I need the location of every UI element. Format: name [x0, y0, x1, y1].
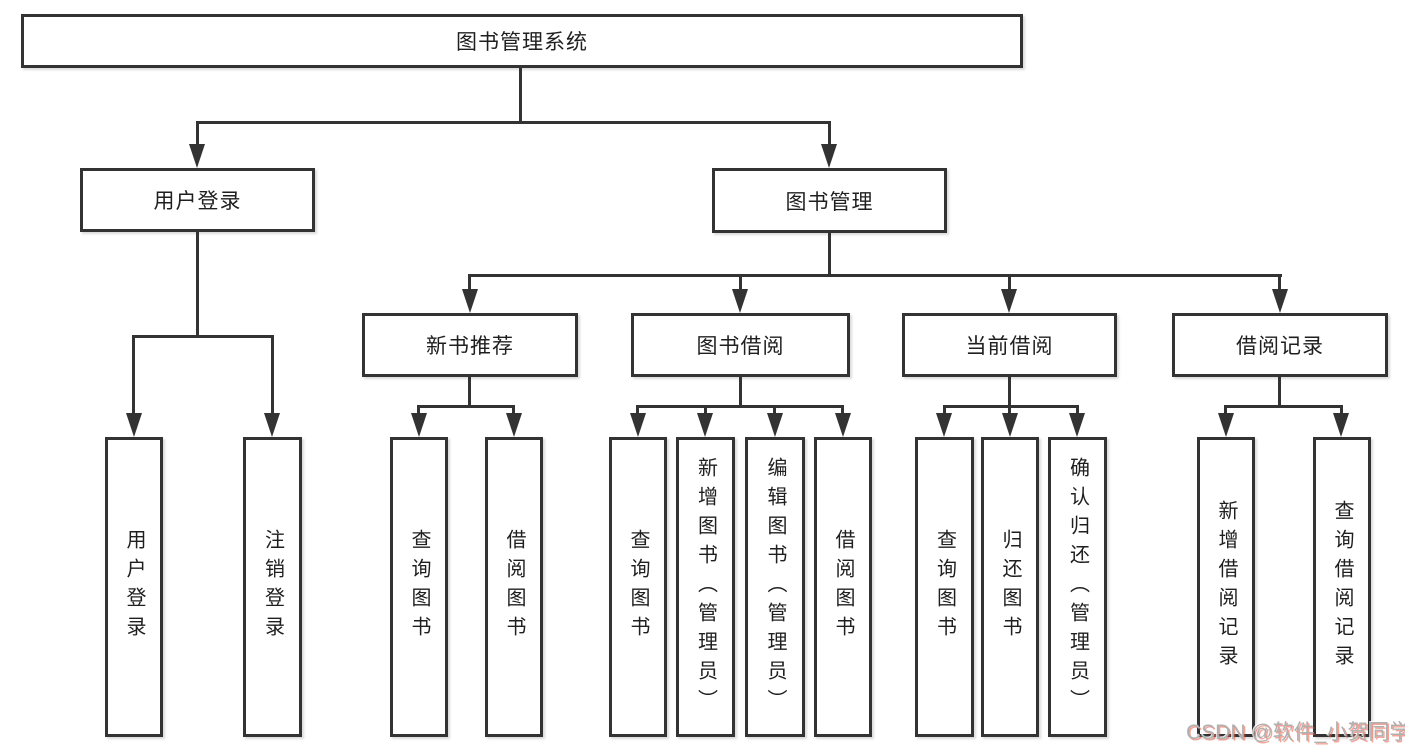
- connector-arrow-stem: [1008, 274, 1011, 292]
- leaf-borrow-query-books: 查询图书: [609, 437, 667, 737]
- arrowhead: [1069, 413, 1085, 437]
- connector-arrow-stem: [828, 121, 831, 147]
- connector-currentborrow-stem: [1008, 377, 1011, 407]
- watermark: CSDN @软件_小贺同学: [1186, 721, 1405, 744]
- arrowhead: [1333, 413, 1349, 437]
- node-label: 注销登录: [261, 529, 284, 645]
- connector-arrow-stem: [132, 335, 135, 416]
- connector-arrow-stem: [512, 405, 515, 416]
- connector-arrow-stem: [196, 121, 199, 147]
- node-new-book-recommend: 新书推荐: [362, 313, 578, 377]
- node-label: 新书推荐: [426, 335, 514, 358]
- connector-arrow-stem: [704, 405, 707, 416]
- connector-arrow-stem: [841, 405, 844, 416]
- connector-bookborrow-stem: [739, 377, 742, 407]
- arrowhead: [732, 289, 748, 313]
- connector-arrow-stem: [1076, 405, 1079, 416]
- leaf-borrow-add-books-admin: 新增图书（管理员）: [676, 437, 735, 737]
- arrowhead: [411, 413, 427, 437]
- connector-bookmgmt-stem: [828, 232, 831, 277]
- node-label: 用户登录: [123, 529, 145, 645]
- node-label: 用户登录: [153, 190, 242, 213]
- connector-newbook-stem: [468, 377, 471, 407]
- node-book-management: 图书管理: [712, 168, 947, 233]
- node-label: 借阅记录: [1236, 335, 1324, 358]
- node-label: 借阅图书: [832, 529, 854, 645]
- node-label: 新增借阅记录: [1215, 500, 1237, 674]
- connector-currentborrow-branch: [943, 405, 1079, 408]
- connector-arrow-stem: [1224, 405, 1227, 416]
- leaf-current-return-books: 归还图书: [981, 437, 1039, 737]
- connector-arrow-stem: [1008, 405, 1011, 416]
- node-label: 图书管理系统: [456, 31, 588, 54]
- leaf-borrow-borrow-books: 借阅图书: [814, 437, 872, 737]
- leaf-current-query-books: 查询图书: [915, 437, 974, 737]
- node-label: 图书管理: [785, 190, 874, 214]
- connector-arrow-stem: [739, 274, 742, 292]
- connector-arrow-stem: [1340, 405, 1343, 416]
- node-label: 查询图书: [933, 529, 956, 645]
- connector-root-stem: [519, 68, 522, 121]
- leaf-user-login: 用户登录: [105, 437, 163, 737]
- node-label: 借阅图书: [503, 529, 525, 645]
- arrowhead: [697, 413, 713, 437]
- connector-arrow-stem: [271, 335, 274, 416]
- connector-arrow-stem: [773, 405, 776, 416]
- node-user-login: 用户登录: [80, 168, 315, 232]
- node-label: 归还图书: [999, 529, 1021, 645]
- connector-records-branch: [1224, 405, 1343, 408]
- arrowhead: [264, 413, 280, 437]
- arrowhead: [767, 413, 783, 437]
- leaf-borrow-edit-books-admin: 编辑图书（管理员）: [745, 437, 805, 737]
- leaf-logout: 注销登录: [243, 437, 302, 737]
- leaf-records-add-record: 新增借阅记录: [1197, 437, 1255, 737]
- node-borrowing-records: 借阅记录: [1172, 313, 1388, 377]
- arrowhead: [506, 413, 522, 437]
- connector-userlogin-stem: [196, 232, 199, 338]
- node-label: 图书借阅: [696, 335, 785, 358]
- arrowhead: [1218, 413, 1234, 437]
- node-label: 当前借阅: [965, 335, 1054, 358]
- node-label: 确认归还（管理员）: [1066, 456, 1089, 718]
- arrowhead: [1272, 289, 1288, 313]
- arrowhead: [126, 413, 142, 437]
- connector-newbook-branch: [417, 405, 515, 408]
- arrowhead: [462, 289, 478, 313]
- connector-level3-branch: [468, 274, 1282, 277]
- node-label: 新增图书（管理员）: [694, 456, 717, 718]
- arrowhead: [1002, 413, 1018, 437]
- node-label: 查询图书: [627, 529, 649, 645]
- connector-bookborrow-branch: [636, 405, 844, 408]
- leaf-newbook-borrow-books: 借阅图书: [485, 437, 543, 737]
- leaf-records-query-record: 查询借阅记录: [1313, 437, 1371, 737]
- node-current-borrowing: 当前借阅: [902, 313, 1117, 377]
- connector-userlogin-branch: [132, 335, 274, 338]
- connector-level2-branch: [196, 121, 831, 124]
- leaf-newbook-query-books: 查询图书: [390, 437, 448, 737]
- node-book-borrowing: 图书借阅: [631, 313, 850, 377]
- connector-arrow-stem: [636, 405, 639, 416]
- node-label: 查询借阅记录: [1331, 500, 1353, 674]
- node-label: 编辑图书（管理员）: [764, 456, 786, 718]
- connector-arrow-stem: [417, 405, 420, 416]
- connector-arrow-stem: [468, 274, 471, 292]
- arrowhead: [189, 144, 205, 168]
- arrowhead: [630, 413, 646, 437]
- node-root: 图书管理系统: [21, 14, 1023, 68]
- leaf-current-confirm-return-admin: 确认归还（管理员）: [1048, 437, 1107, 737]
- connector-arrow-stem: [943, 405, 946, 416]
- arrowhead: [936, 413, 952, 437]
- arrowhead: [1001, 289, 1017, 313]
- arrowhead: [835, 413, 851, 437]
- node-label: 查询图书: [408, 529, 430, 645]
- arrowhead: [821, 144, 837, 168]
- connector-records-stem: [1278, 377, 1281, 407]
- connector-arrow-stem: [1278, 274, 1281, 292]
